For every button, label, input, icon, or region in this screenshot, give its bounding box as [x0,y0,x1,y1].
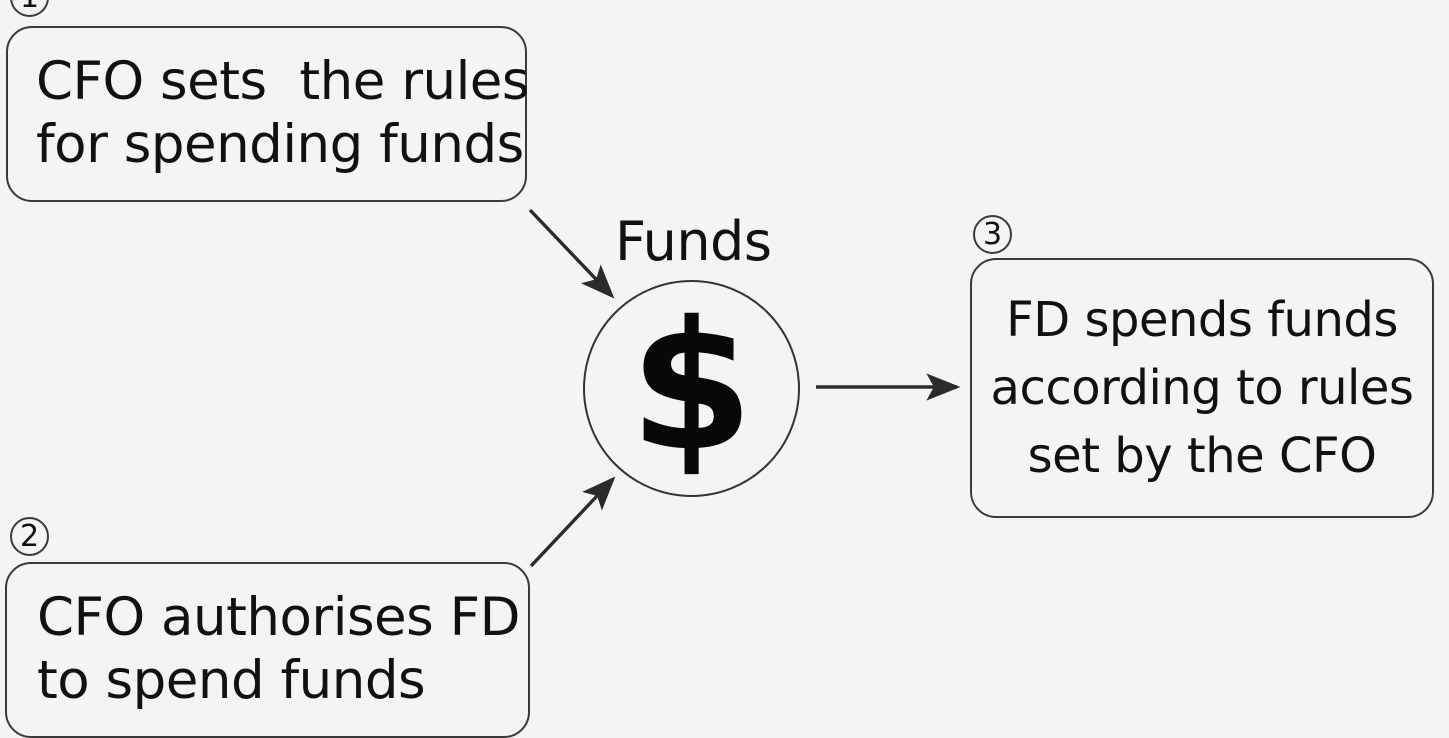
step-box-3-line-2: according to rules [990,359,1414,416]
step-box-1-line-2: for spending funds [36,114,524,175]
step-marker-1: 1 [10,0,49,17]
arrow-step1-to-funds [528,208,615,299]
funds-label: Funds [615,210,772,273]
step-box-3[interactable]: FD spends funds according to rules set b… [970,258,1434,518]
step-box-1-line-1: CFO sets the rules [36,51,530,113]
step-box-3-line-1: FD spends funds [1006,291,1398,348]
step-box-3-line-3: set by the CFO [1027,428,1377,485]
step-box-2-line-1: CFO authorises FD [37,587,520,649]
step-box-2-line-2: to spend funds [37,650,426,711]
funds-circle[interactable]: $ [583,280,800,497]
step-marker-2: 2 [10,517,49,556]
step-marker-3: 3 [973,215,1012,254]
step-box-1[interactable]: CFO sets the rules for spending funds [6,26,530,202]
dollar-sign-icon: $ [629,282,754,490]
arrow-step2-to-funds [529,476,616,568]
step-box-2[interactable]: CFO authorises FD to spend funds [5,562,530,738]
